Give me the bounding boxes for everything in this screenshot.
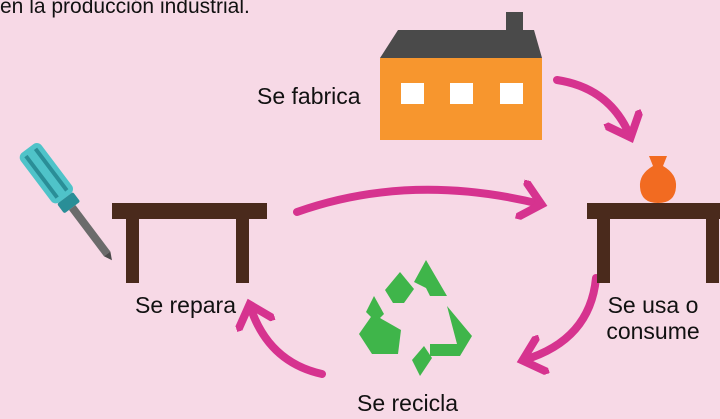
label-se-usa-o-line1: Se usa o xyxy=(607,292,699,318)
factory-icon xyxy=(380,12,542,140)
recycle-icon xyxy=(359,260,472,376)
arrow-use-to-recycle xyxy=(524,274,600,360)
arrow-repair-to-use xyxy=(293,190,540,212)
label-se-recicla: Se recicla xyxy=(357,390,458,416)
screwdriver-icon xyxy=(19,143,112,261)
label-se-usa-o-consume: Se usa o consume xyxy=(590,292,716,345)
table-icon xyxy=(587,203,720,283)
label-se-repara: Se repara xyxy=(135,292,237,318)
vase-icon xyxy=(639,156,677,203)
arrow-fabricate-to-use xyxy=(553,76,630,136)
label-se-usa-o-line2: consume xyxy=(606,318,700,345)
header-text: en la producción industrial. xyxy=(0,0,250,18)
table-icon xyxy=(112,203,267,283)
label-se-fabrica: Se fabrica xyxy=(257,83,361,109)
arrow-recycle-to-repair xyxy=(250,306,326,378)
